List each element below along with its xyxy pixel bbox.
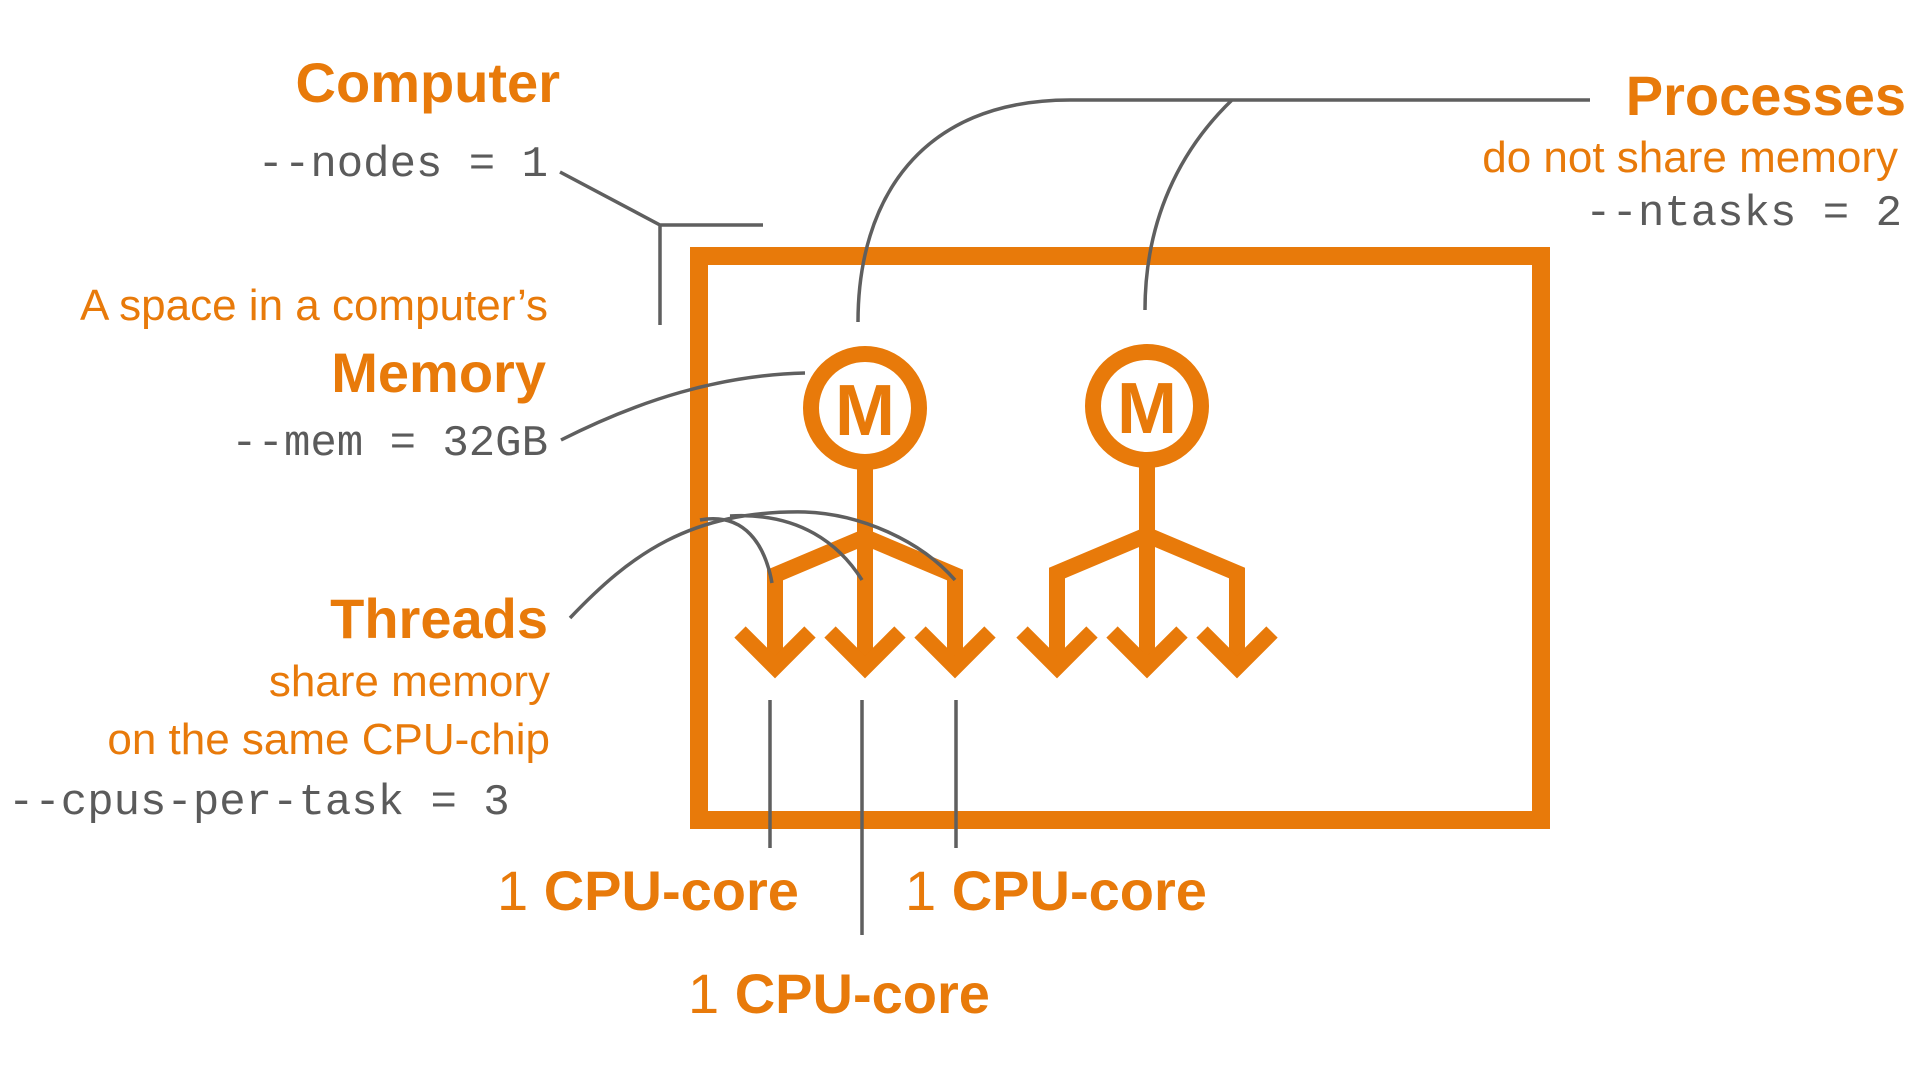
process-1: M: [734, 346, 996, 679]
thread-arrow-2: [824, 626, 906, 679]
thread-arrow-3: [914, 626, 996, 679]
memory-symbol-process-1: M: [835, 371, 895, 451]
thread-tree-process-2: [1049, 460, 1245, 660]
thread-tree-process-1: [767, 462, 963, 660]
computer-leader-line: [559, 170, 763, 325]
memory-leader-line: [560, 371, 806, 442]
cpus-per-task-option: --cpus-per-task = 3: [8, 778, 510, 828]
memory-intro: A space in a computer’s: [80, 281, 548, 330]
cpu-core-label-2: 1 CPU-core: [905, 859, 1207, 922]
thread-arrow-5: [1106, 626, 1188, 679]
ntasks-option: --ntasks = 2: [1585, 189, 1902, 239]
threads-note-line2: on the same CPU-chip: [107, 715, 550, 764]
memory-symbol-process-2: M: [1117, 369, 1177, 449]
cpu-core-label-1: 1 CPU-core: [497, 859, 799, 922]
process-2: M: [1016, 344, 1278, 679]
computer-box: [690, 247, 1550, 829]
processes-title: Processes: [1626, 64, 1906, 127]
thread-arrow-4: [1016, 626, 1098, 679]
threads-title: Threads: [330, 587, 548, 650]
computer-title: Computer: [296, 51, 560, 114]
threads-note-line1: share memory: [269, 657, 550, 706]
thread-arrow-6: [1196, 626, 1278, 679]
cpu-core-label-3: 1 CPU-core: [688, 962, 990, 1025]
nodes-option: --nodes = 1: [258, 140, 548, 190]
mem-option: --mem = 32GB: [231, 419, 548, 469]
memory-title: Memory: [331, 341, 546, 404]
processes-leader-line: [856, 98, 1590, 323]
thread-arrow-1: [734, 626, 816, 679]
threads-leader-line: [568, 510, 957, 620]
processes-note: do not share memory: [1482, 133, 1898, 182]
